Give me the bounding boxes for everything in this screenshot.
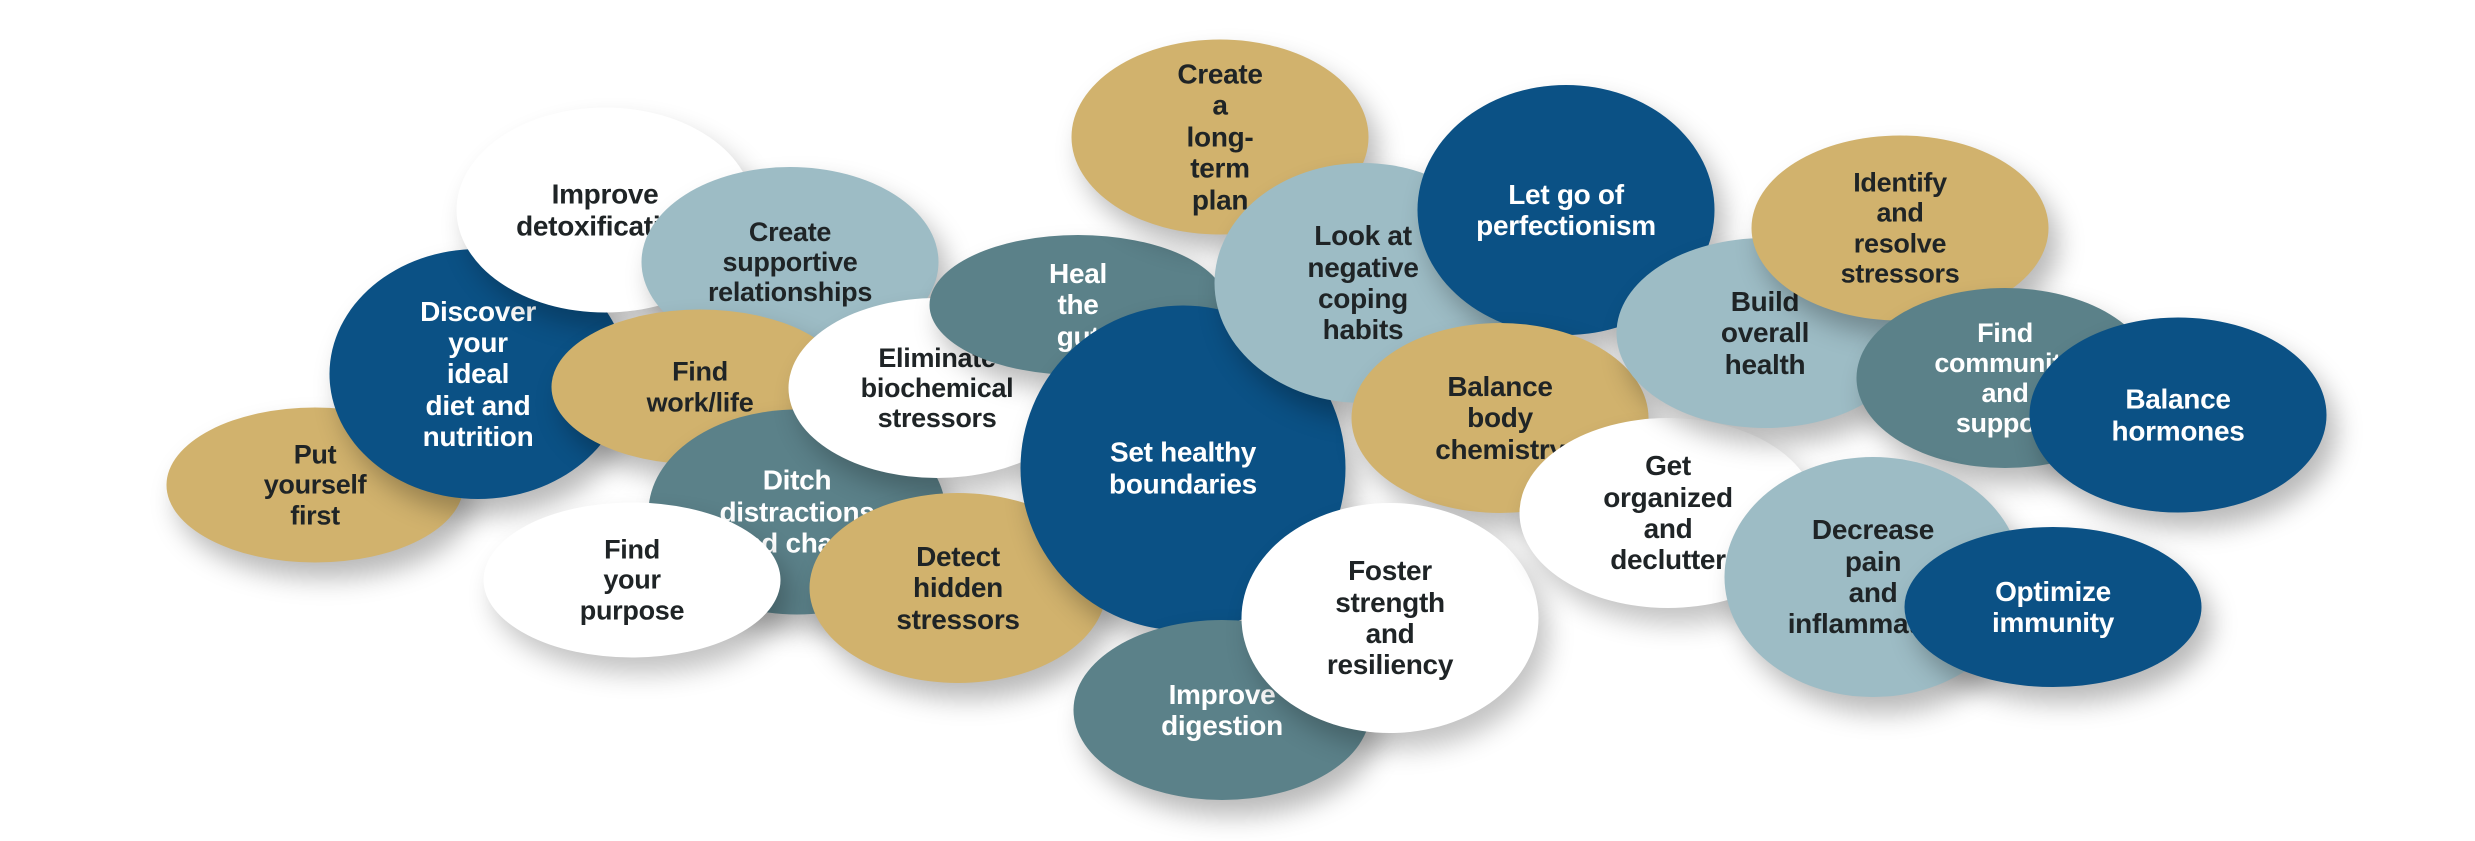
- bubble-label: Find work/life: [647, 357, 754, 417]
- bubble-label-line: Optimize: [1995, 575, 2111, 607]
- bubble-label-line: hormones: [2111, 415, 2245, 446]
- bubble-label-line: relationships: [707, 277, 873, 308]
- bubble-label-line: Look at: [1314, 220, 1412, 252]
- bubble-label: Optimize immunity: [1992, 576, 2114, 639]
- bubble-label: Create a long-term plan: [1177, 58, 1263, 216]
- bubble-label-line: immunity: [1991, 607, 2115, 638]
- bubble-label-line: and: [1848, 577, 1898, 608]
- bubble-optimize-immunity: Optimize immunity: [1904, 527, 2202, 687]
- bubble-label: Find community and support: [1934, 317, 2076, 439]
- bubble-label: Find your purpose: [579, 534, 685, 626]
- bubble-label-line: Find your: [603, 534, 661, 595]
- bubble-discover-ideal-diet: Discover your ideal diet and nutrition: [329, 249, 627, 499]
- bubble-label: Improve digestion: [1161, 679, 1283, 742]
- bubble-label-line: Build: [1730, 285, 1800, 317]
- bubble-label-line: boundaries: [1109, 468, 1257, 499]
- bubble-label-line: biochemical: [860, 372, 1014, 403]
- bubble-label: Identify and resolve stressors: [1841, 168, 1960, 289]
- bubble-label-line: work/life: [646, 387, 754, 417]
- bubble-identify-resolve-stressors: Identify and resolve stressors: [1751, 135, 2049, 321]
- bubble-label-line: yourself: [263, 469, 367, 500]
- bubble-label-line: Detect: [916, 540, 1000, 572]
- bubble-label-line: ideal diet and: [425, 358, 531, 421]
- bubble-label-line: resolve: [1853, 228, 1947, 258]
- bubble-label: Let go of perfectionism: [1476, 179, 1656, 242]
- bubble-label-line: Heal: [1049, 257, 1107, 289]
- bubble-label: Set healthy boundaries: [1109, 437, 1257, 500]
- bubble-label: Get organized and declutter: [1603, 450, 1733, 575]
- bubble-label-line: nutrition: [422, 421, 534, 453]
- bubble-label-line: supportive: [722, 246, 858, 277]
- bubble-label-line: Balance body: [1447, 370, 1553, 434]
- bubble-label-line: strength and: [1335, 586, 1445, 649]
- bubble-label: Build overall health: [1721, 286, 1809, 380]
- bubble-label-line: Balance: [2125, 383, 2231, 415]
- bubble-label-line: long-term: [1186, 121, 1254, 184]
- bubble-label-line: Find: [1977, 317, 2033, 348]
- bubble-label: Foster strength and resiliency: [1326, 555, 1454, 681]
- bubble-label-line: Improve: [551, 178, 659, 210]
- bubble-find-your-purpose: Find your purpose: [483, 502, 781, 658]
- bubble-look-at-negative-coping: Look at negative coping habits: [1214, 163, 1512, 403]
- bubble-label-line: Let go of: [1508, 178, 1624, 210]
- bubble-label: Heal the gut: [1049, 258, 1107, 352]
- bubble-label-line: resiliency: [1326, 649, 1454, 681]
- bubble-label-line: Foster: [1348, 555, 1432, 587]
- bubble-label-line: health: [1724, 348, 1806, 380]
- bubble-foster-strength: Foster strength and resiliency: [1241, 503, 1539, 733]
- bubble-label-line: declutter: [1610, 544, 1726, 576]
- bubble-label: Balance body chemistry: [1435, 371, 1565, 465]
- bubble-label-line: stressors: [896, 603, 1020, 635]
- bubble-label-line: Put: [293, 439, 337, 470]
- bubble-label-line: stressors: [1840, 258, 1960, 289]
- bubble-label-line: Ditch: [762, 464, 832, 496]
- bubble-balance-hormones: Balance hormones: [2029, 317, 2327, 513]
- bubble-label-line: overall: [1720, 317, 1810, 349]
- bubble-label-line: Decrease pain: [1811, 514, 1935, 577]
- bubble-label-line: Find: [672, 356, 728, 387]
- bubble-label: Create supportive relationships: [708, 217, 872, 308]
- bubble-label-line: organized and: [1603, 481, 1733, 544]
- bubble-label: Put yourself first: [264, 440, 367, 531]
- bubble-label-line: Improve: [1168, 678, 1276, 710]
- bubble-label-line: Create a: [1177, 58, 1263, 121]
- bubble-label-line: Create: [748, 216, 832, 247]
- bubble-get-organized: Get organized and declutter: [1519, 418, 1817, 608]
- bubble-label-line: digestion: [1161, 710, 1283, 741]
- bubble-label-line: perfectionism: [1476, 210, 1656, 241]
- bubble-label: Detect hidden stressors: [896, 540, 1020, 635]
- bubble-label-line: stressors: [877, 403, 997, 434]
- bubble-label: Look at negative coping habits: [1307, 220, 1419, 346]
- bubble-label-line: hidden: [913, 572, 1003, 604]
- bubble-label-line: first: [290, 500, 340, 531]
- bubble-label-line: coping: [1318, 283, 1408, 314]
- bubble-label-line: habits: [1322, 314, 1404, 346]
- bubble-label-line: purpose: [579, 595, 685, 626]
- bubble-label: Balance hormones: [2112, 384, 2245, 447]
- bubble-label-line: negative: [1307, 251, 1419, 283]
- bubble-label-line: Get: [1645, 450, 1691, 482]
- bubble-label: Discover your ideal diet and nutrition: [420, 296, 536, 453]
- bubble-label-line: Identify and: [1853, 167, 1947, 228]
- bubble-label-line: Set healthy: [1109, 436, 1257, 468]
- bubble-label-line: Discover your: [420, 295, 536, 358]
- bubble-label-line: plan: [1191, 184, 1249, 216]
